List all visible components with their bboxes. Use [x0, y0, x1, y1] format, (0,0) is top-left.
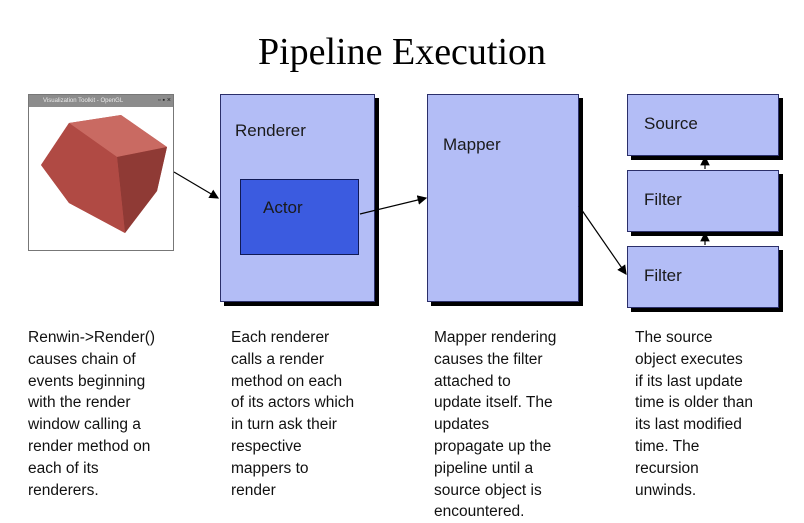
- render-window: Visualization Toolkit - OpenGL ▫ ▪ ×: [28, 94, 174, 251]
- render-window-title: Visualization Toolkit - OpenGL: [43, 98, 124, 104]
- actor-label: Actor: [263, 198, 303, 217]
- arrow-mapper-to-filter: [578, 205, 627, 275]
- desc-renwin: Renwin->Render() causes chain of events …: [28, 329, 156, 499]
- filter-box-top: Filter: [627, 170, 779, 232]
- renderer-box: Renderer Actor: [220, 94, 375, 302]
- desc-source: The source object executes if its last u…: [635, 329, 754, 499]
- actor-box: Actor: [240, 179, 359, 255]
- arrow-actor-to-mapper: [359, 195, 428, 215]
- source-box: Source: [627, 94, 779, 156]
- mapper-label: Mapper: [443, 135, 501, 154]
- filter-box-bottom: Filter: [627, 246, 779, 308]
- page-title: Pipeline Execution: [257, 31, 547, 73]
- filter-label-top: Filter: [644, 190, 682, 209]
- filter-label-bottom: Filter: [644, 266, 682, 285]
- cube-icon: [41, 115, 167, 233]
- renderer-label: Renderer: [235, 121, 306, 140]
- window-buttons-icon: ▫ ▪ ×: [158, 97, 171, 104]
- render-window-titlebar: Visualization Toolkit - OpenGL: [29, 95, 173, 107]
- source-label: Source: [644, 114, 698, 133]
- mapper-box: Mapper: [427, 94, 579, 302]
- arrow-window-to-renderer: [173, 171, 220, 199]
- desc-mapper: Mapper rendering causes the filter attac…: [434, 329, 557, 521]
- desc-renderer: Each renderer calls a render method on e…: [231, 329, 355, 499]
